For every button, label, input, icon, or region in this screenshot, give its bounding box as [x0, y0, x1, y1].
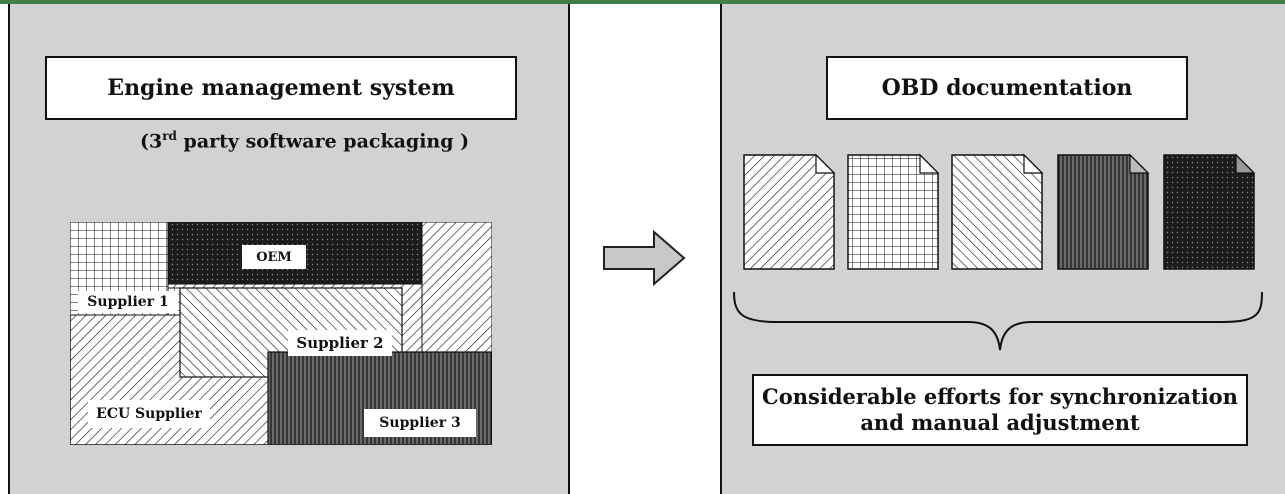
ecu-supplier-label: ECU Supplier [88, 400, 210, 428]
top-border [0, 0, 1285, 4]
conclusion-box: Considerable efforts for synchronization… [752, 374, 1248, 446]
document-icon-3 [951, 153, 1044, 270]
document-icon-2 [847, 153, 940, 270]
conclusion-line-1: Considerable efforts for synchronization [762, 384, 1238, 409]
packaging-subtitle: (3rd party software packaging ) [140, 129, 470, 153]
document-icon-1 [743, 153, 836, 270]
right-arrow-icon [603, 230, 686, 286]
oem-label: OEM [242, 245, 306, 269]
curly-brace-icon [733, 291, 1263, 351]
right-diagonal-region [421, 222, 492, 353]
obd-documentation-title-box: OBD documentation [826, 56, 1188, 120]
supplier3-label: Supplier 3 [364, 409, 476, 437]
supplier2-label: Supplier 2 [288, 330, 392, 356]
engine-management-title: Engine management system [107, 75, 455, 101]
document-set [743, 153, 1256, 270]
document-icon-5 [1163, 153, 1256, 270]
document-icon-4 [1057, 153, 1150, 270]
engine-management-title-box: Engine management system [45, 56, 517, 120]
obd-documentation-title: OBD documentation [881, 75, 1133, 101]
conclusion-line-2: and manual adjustment [860, 410, 1140, 435]
supplier1-label: Supplier 1 [78, 291, 178, 313]
